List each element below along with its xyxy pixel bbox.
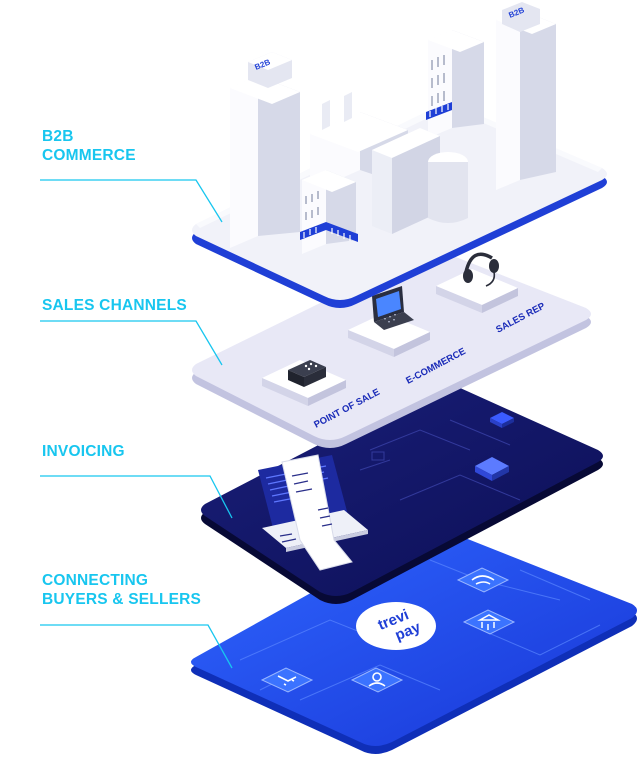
label-b2b-line2: COMMERCE <box>42 147 136 164</box>
tower-right: B2B <box>496 2 556 190</box>
layer-sales-channels: POINT OF SALE E-COMMERCE <box>192 235 591 448</box>
receipt-icon <box>258 454 368 571</box>
label-connecting: CONNECTING BUYERS & SELLERS <box>42 571 201 609</box>
label-sales-channels: SALES CHANNELS <box>42 296 187 315</box>
leader-b2b <box>40 179 223 223</box>
chip-icon-stack <box>475 457 509 481</box>
leader-connecting <box>40 624 233 669</box>
tower-mid <box>426 30 484 138</box>
leader-lines <box>40 179 233 669</box>
leader-sales-channels <box>40 320 223 366</box>
layer-invoicing <box>201 383 603 604</box>
chip-icon-top <box>490 412 514 428</box>
trevipay-logo: trevi pay <box>356 602 436 650</box>
label-invoicing: INVOICING <box>42 442 125 461</box>
label-sales-channels-text: SALES CHANNELS <box>42 297 187 314</box>
tower-left: B2B <box>230 52 300 248</box>
factory <box>310 92 468 234</box>
label-b2b-commerce: B2B COMMERCE <box>42 127 136 165</box>
label-connecting-line2: BUYERS & SELLERS <box>42 591 202 608</box>
headset-icon <box>463 252 499 287</box>
laptop-icon <box>372 286 414 330</box>
layer-b2b-commerce: B2B B2B <box>192 2 607 308</box>
layer-connecting: trevi pay <box>191 528 637 754</box>
cart-icon <box>260 667 314 693</box>
label-invoicing-text: INVOICING <box>42 443 125 460</box>
label-b2b-line1: B2B <box>42 128 74 145</box>
handshake-icon <box>456 567 510 593</box>
building-front <box>300 170 358 254</box>
user-icon <box>350 667 404 693</box>
circuit-lines-navy <box>359 419 521 501</box>
label-connecting-line1: CONNECTING <box>42 572 149 589</box>
bank-icon <box>462 609 516 635</box>
leader-invoicing <box>40 475 233 519</box>
